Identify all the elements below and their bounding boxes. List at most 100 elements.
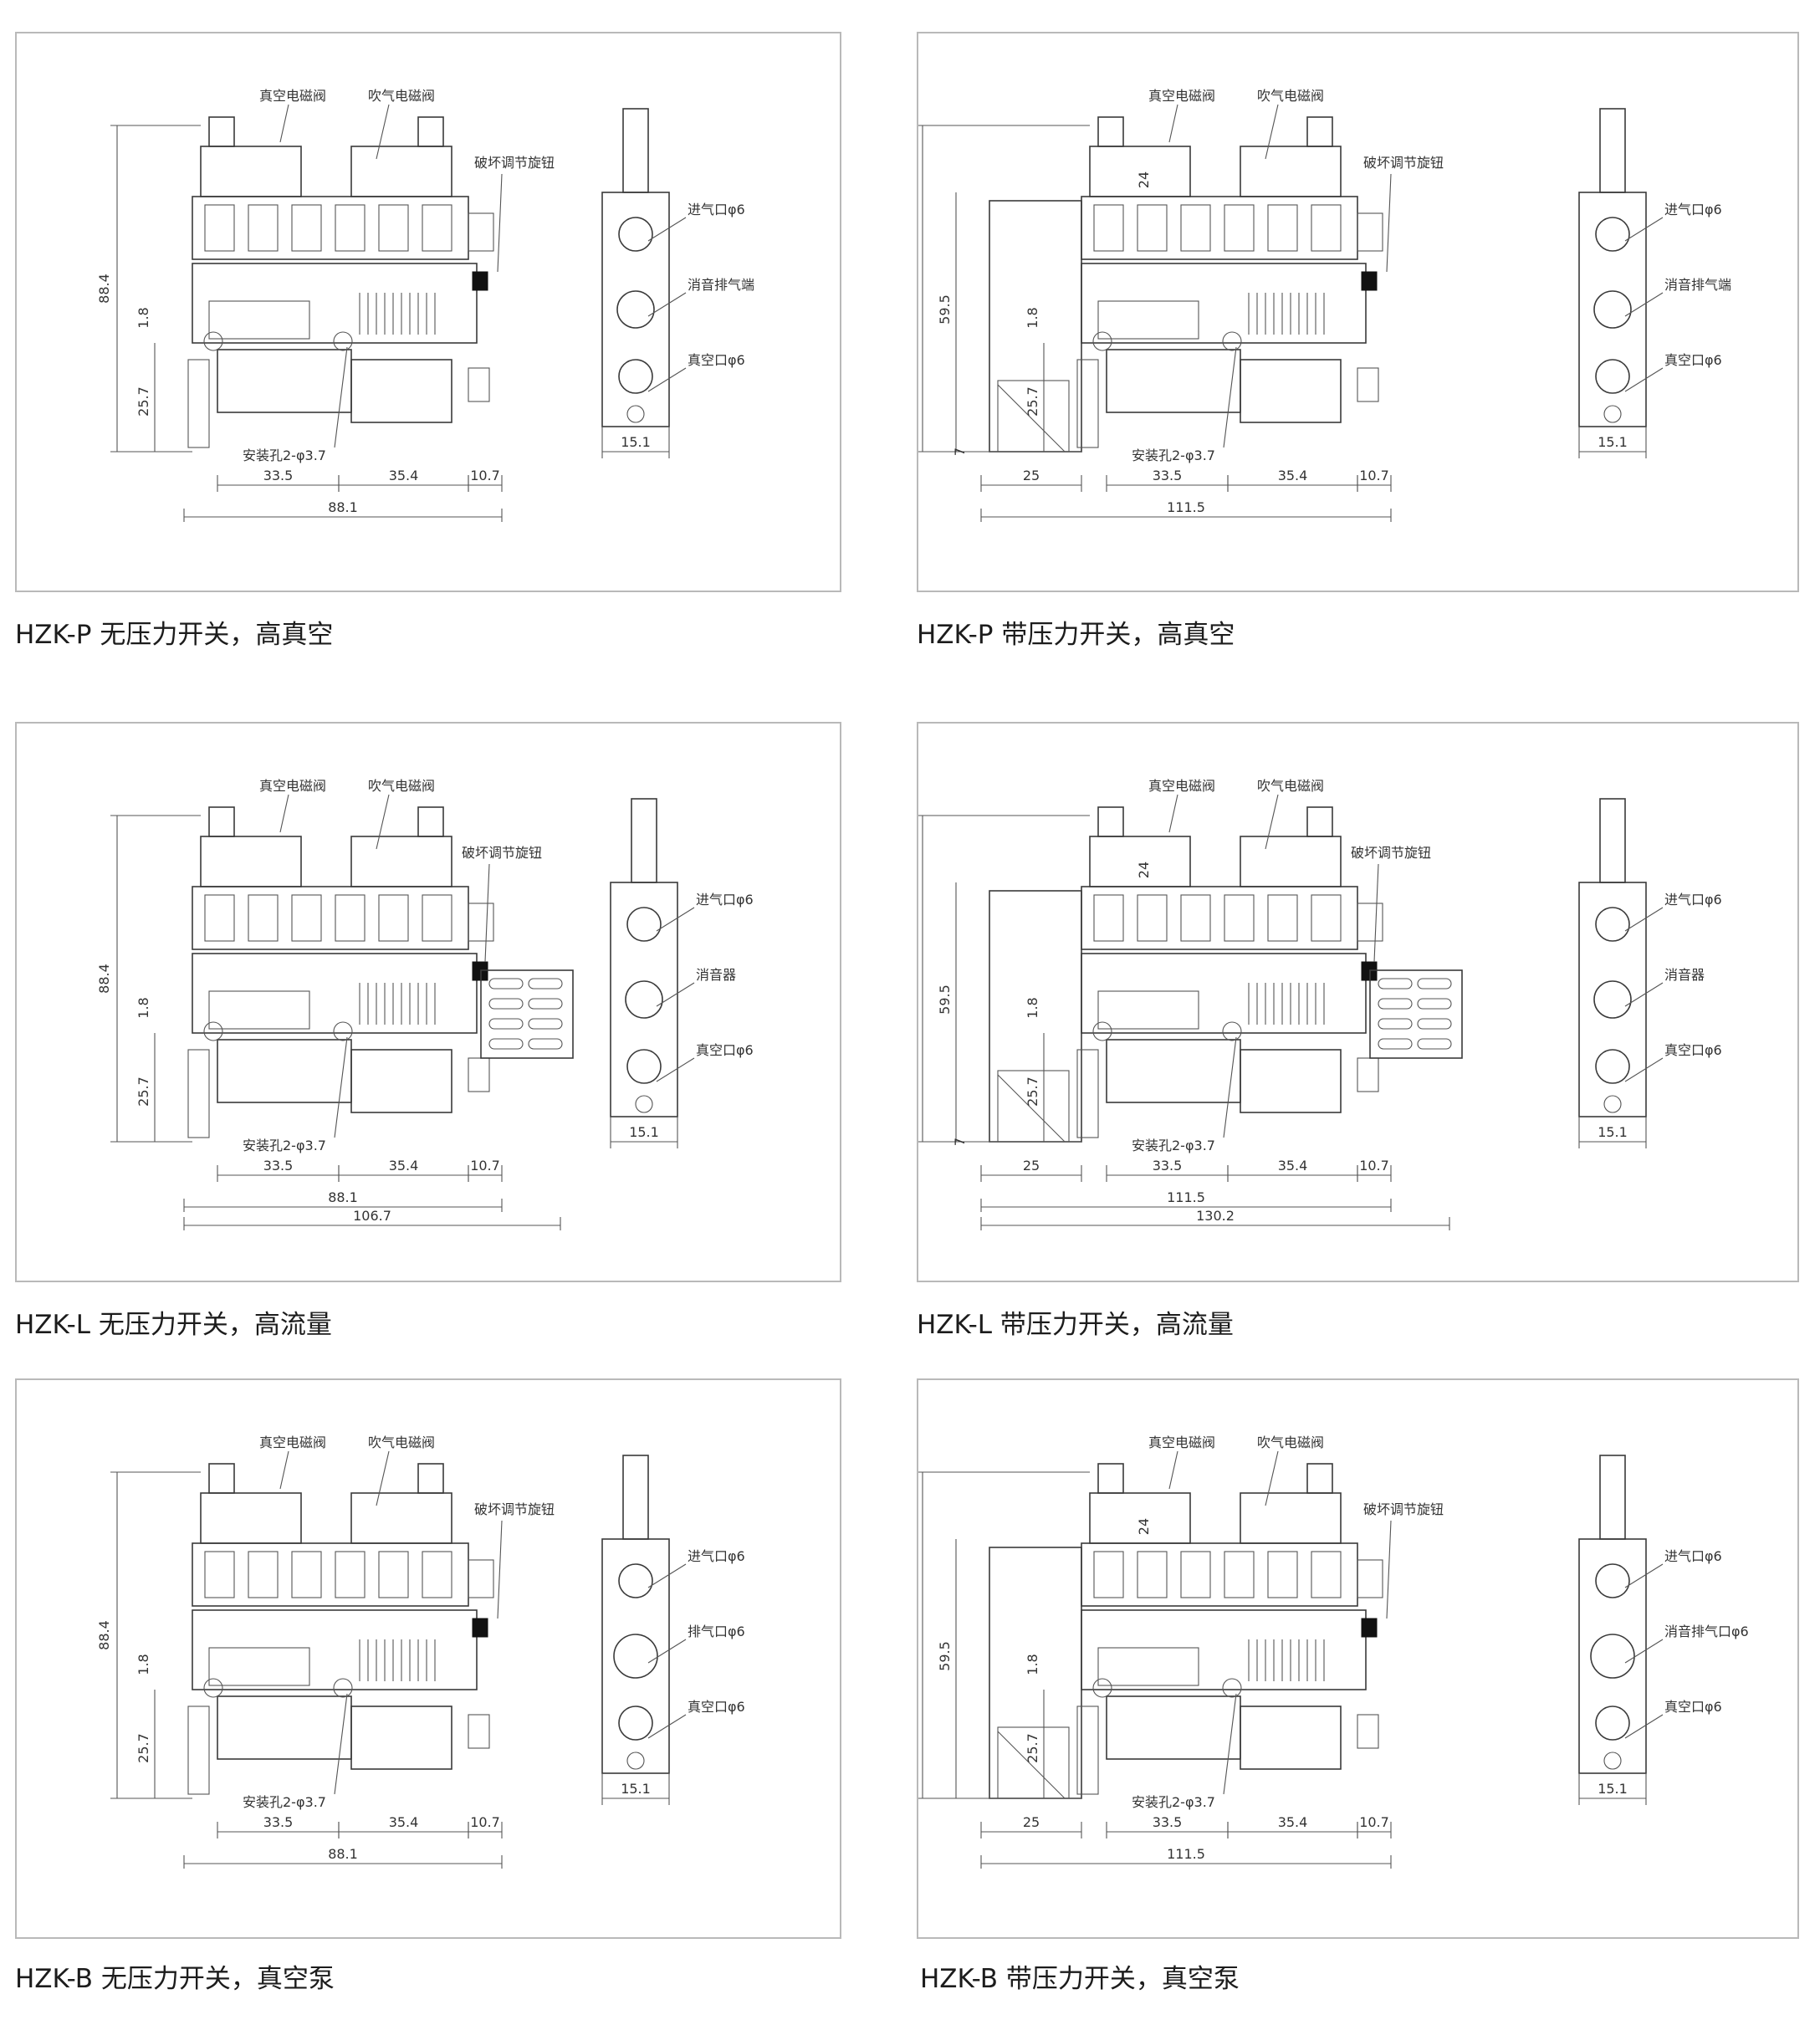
caption-hzk-b-no-switch: HZK-B 无压力开关，真空泵 [15,1964,335,1994]
dim-lower-height: 25.7 [135,386,151,417]
side-inlet-port [626,907,662,942]
leader-line [656,1057,695,1082]
manifold-cell [291,894,322,942]
callout-vacuum-valve: 真空电磁阀 [1148,1434,1215,1450]
dim-side-width: 15.1 [629,1124,659,1140]
dim-small-height: 1.8 [135,307,151,328]
manifold-cell [248,204,279,252]
ejector-body [192,263,478,344]
callout-blow-valve: 吹气电磁阀 [368,1434,435,1450]
vacuum-port-tube [468,1714,490,1749]
side-mount-hole [626,405,645,423]
dim-width-segment: 35.4 [389,1158,419,1174]
drawing-svg: 真空电磁阀吹气电磁阀破坏调节旋钮安装孔2-φ3.788.41.825.733.5… [96,1434,745,1869]
callout-mount-hole: 安装孔2-φ3.7 [243,447,326,463]
knob-icon [472,271,488,291]
dim-width-segment: 33.5 [1153,1158,1183,1174]
vacuum-valve-connector [208,806,235,837]
callout-knob: 破坏调节旋钮 [1363,1501,1444,1517]
manifold-cell [1093,894,1124,942]
vacuum-port-fitting [1240,1705,1342,1770]
side-connector [622,108,649,193]
mount-bracket [1076,359,1099,448]
side-connector [1599,798,1626,883]
silencer-slot [488,998,524,1010]
callout-vacuum-valve: 真空电磁阀 [259,1434,326,1450]
leader-line [656,907,695,932]
vacuum-valve-connector [1097,1463,1124,1494]
leader-line [279,1450,289,1490]
inlet-fitting [468,212,494,252]
caption-hzk-p-no-switch: HZK-P 无压力开关，高真空 [15,620,334,650]
knob-icon [1361,1618,1378,1638]
hatch-line [997,1731,1066,1799]
callout-vacuum-valve: 真空电磁阀 [1148,88,1215,104]
dim-bottom-height: 7 [952,1138,968,1146]
side-vacuum-port [618,359,653,394]
side-body [1578,1538,1647,1774]
dim-height: 88.4 [96,1620,112,1650]
dim-width-segment: 10.7 [470,1158,500,1174]
side-label: 消音器 [696,967,736,983]
silencer-body [480,969,574,1059]
mount-hole-circle [333,1021,353,1041]
leader-line [1624,1563,1664,1588]
dim-top-height: 24 [1136,862,1152,878]
side-label: 消音排气口φ6 [1664,1624,1749,1639]
side-label: 真空口φ6 [1664,352,1722,368]
mount-hole-circle [203,331,223,351]
side-inlet-port [1595,1563,1630,1598]
silencer-slot [1378,978,1413,990]
dim-small-height: 1.8 [135,1654,151,1675]
vacuum-port-fitting [350,1705,452,1770]
side-label: 进气口φ6 [688,202,745,217]
caption-hzk-l-switch: HZK-L 带压力开关，高流量 [917,1310,1234,1340]
leader-line [1624,1639,1664,1664]
leader-line [1223,1036,1237,1138]
side-body [601,1538,670,1774]
leader-line [1168,794,1178,833]
side-exhaust-port [1593,290,1632,329]
mount-hole-circle [1222,1678,1242,1698]
blow-valve-connector [1306,806,1333,837]
leader-line [497,173,503,273]
vacuum-port-fitting [1240,359,1342,423]
inlet-fitting [468,903,494,942]
side-mount-hole [635,1095,653,1113]
dim-lower-height: 25.7 [1025,1076,1040,1107]
blow-valve-connector [1306,116,1333,147]
vacuum-port-body [217,1695,352,1760]
silencer-slot [1378,1018,1413,1030]
blow-valve-head [1240,836,1342,887]
side-label: 真空口φ6 [1664,1699,1722,1715]
ejector-body [1081,953,1367,1034]
side-body [610,882,678,1117]
ejector-inner [208,990,310,1030]
caption-hzk-p-switch: HZK-P 带压力开关，高真空 [917,620,1235,650]
blow-valve-head [1240,1492,1342,1544]
side-connector [1599,108,1626,193]
side-vacuum-port [626,1049,662,1084]
leader-line [656,982,695,1007]
side-label: 真空口φ6 [1664,1042,1722,1058]
knob-icon [472,961,488,981]
side-label: 进气口φ6 [696,892,754,908]
side-vacuum-port [1595,1705,1630,1741]
callout-blow-valve: 吹气电磁阀 [368,88,435,104]
side-label: 进气口φ6 [1664,892,1722,908]
side-inlet-port [1595,907,1630,942]
manifold-cell [248,1551,279,1598]
dim-total-width: 111.5 [1167,1189,1205,1205]
manifold-cell [1311,894,1342,942]
dim-width-segment: 35.4 [389,1814,419,1830]
blow-valve-head [350,146,452,197]
leader-line [647,1714,687,1739]
leader-line [1373,863,1379,963]
dim-total-width: 111.5 [1167,499,1205,515]
ejector-inner [1097,990,1199,1030]
dim-total-width: 106.7 [353,1208,391,1224]
manifold-cell [204,1551,235,1598]
dim-width-segment: 10.7 [470,468,500,483]
vacuum-port-fitting [1240,1049,1342,1113]
mount-hole-circle [1222,1021,1242,1041]
